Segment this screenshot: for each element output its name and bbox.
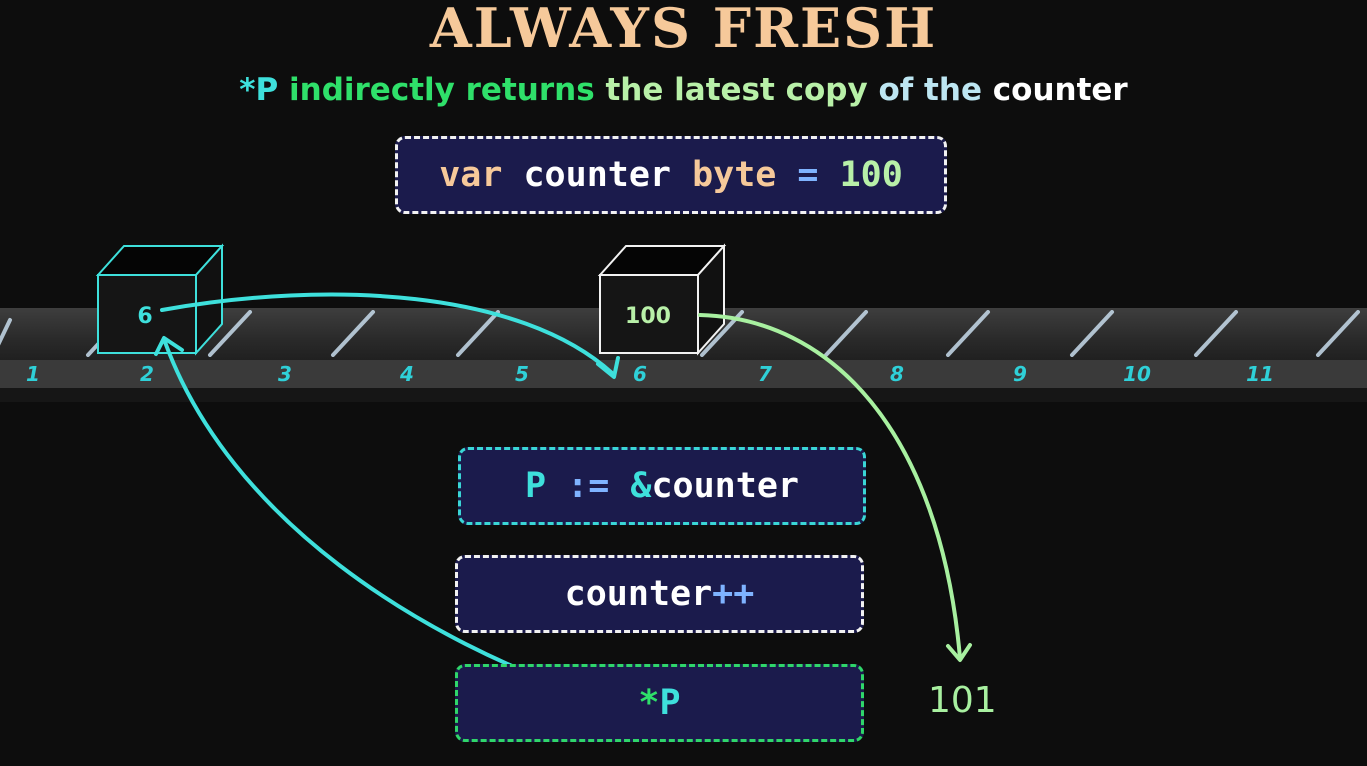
subtitle-part-indirectly: indirectly returns [289,72,606,108]
subtitle: *P indirectly returns the latest copy of… [0,70,1367,110]
memory-cell-counter: 100 [597,243,727,356]
address-label: 4 [400,362,414,386]
type-byte: byte [692,155,798,195]
value-arrowhead [946,643,972,662]
address-label: 6 [633,362,647,386]
address-label: 5 [515,362,529,386]
address-label: 9 [1013,362,1027,386]
subtitle-part-counter: counter [992,72,1128,108]
identifier-p: P [525,466,568,506]
identifier-counter: counter [523,155,693,195]
operator-address-of: & [630,466,652,506]
pointer-arrow [160,292,614,375]
literal-100: 100 [839,155,903,195]
subtitle-part-latest-copy: the latest copy [605,72,879,108]
address-label: 3 [278,362,292,386]
identifier-p: P [659,683,681,723]
memory-belt-shadow [0,388,1367,402]
operator-dereference: * [638,683,660,723]
address-label: 1 [26,362,40,386]
operator-short-assign: := [567,466,631,506]
memory-cell-pointer: 6 [95,243,225,356]
pointer-assignment-box: P := &counter [458,447,866,525]
page-title: ALWAYS FRESH [429,0,938,60]
keyword-var: var [439,155,524,195]
address-label: 8 [890,362,904,386]
address-label: 2 [140,362,154,386]
operator-assign: = [797,155,840,195]
dereference-result: 101 [928,680,997,721]
address-label: 7 [758,362,772,386]
identifier-counter: counter [651,466,799,506]
counter-increment-box: counter++ [455,555,864,633]
address-label: 10 [1123,362,1151,386]
identifier-counter: counter [564,574,713,614]
pointer-arrowhead [596,356,620,379]
cell-value-counter: 100 [625,304,671,329]
value-arrow [698,313,962,660]
address-label: 11 [1246,362,1274,386]
memory-address-strip [0,360,1367,388]
subtitle-part-pointer: *P [239,72,289,108]
operator-increment: ++ [712,574,755,614]
pointer-dereference-box: *P [455,664,864,742]
subtitle-part-of-the: of the [878,72,993,108]
dereference-arrowhead [154,336,184,356]
cell-value-pointer: 6 [137,304,152,329]
declaration-box: var counter byte = 100 [395,136,947,214]
